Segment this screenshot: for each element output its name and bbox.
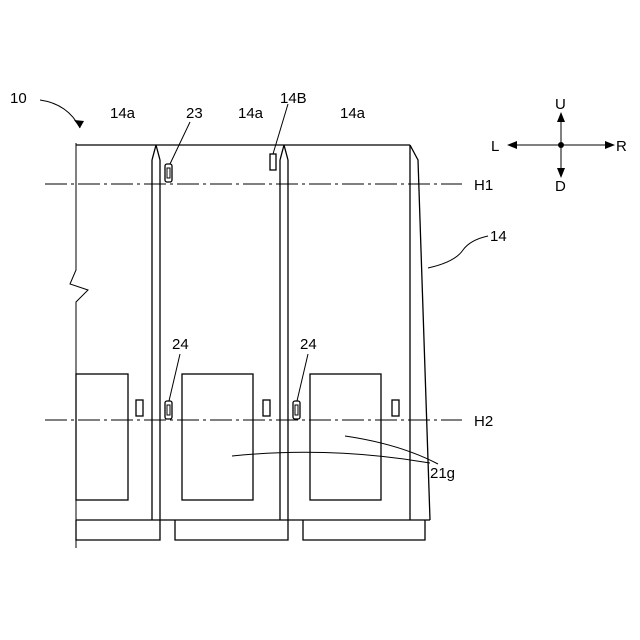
arrow-left-icon: [507, 141, 517, 149]
direction-down-label: D: [555, 178, 566, 195]
label-14: 14: [490, 228, 507, 245]
slot-2: [263, 400, 270, 416]
label-14a-mid: 14a: [238, 105, 264, 122]
direction-up-label: U: [555, 96, 566, 113]
label-h1: H1: [474, 177, 493, 194]
separator-wall-2: [280, 145, 288, 520]
projection-14B: [270, 154, 276, 170]
slot-1: [136, 400, 143, 416]
foot-3: [303, 520, 425, 540]
leader-14B: [273, 104, 288, 154]
projection-23: [165, 164, 172, 182]
projection-24-right: [293, 401, 300, 419]
leader-24-right: [297, 354, 308, 401]
label-h2: H2: [474, 413, 493, 430]
window-21g-3: [310, 374, 381, 500]
label-14B: 14B: [280, 90, 307, 107]
arrow-down-icon: [557, 168, 565, 178]
direction-indicator: U D L R: [491, 96, 627, 195]
leader-10: [40, 100, 80, 128]
label-21g: 21g: [430, 465, 455, 482]
label-10: 10: [10, 90, 27, 107]
label-24-left: 24: [172, 336, 189, 353]
direction-right-label: R: [616, 138, 627, 155]
leader-24-left: [169, 354, 180, 401]
leader-23: [170, 122, 190, 164]
arrow-up-icon: [557, 112, 565, 122]
projection-24-left: [165, 401, 172, 419]
label-14a-left: 14a: [110, 105, 136, 122]
housing-right-side: [410, 145, 430, 520]
slot-3: [392, 400, 399, 416]
direction-left-label: L: [491, 138, 499, 155]
foot-2: [175, 520, 288, 540]
arrow-right-icon: [605, 141, 615, 149]
label-24-right: 24: [300, 336, 317, 353]
label-14a-right: 14a: [340, 105, 366, 122]
window-21g-2: [182, 374, 253, 500]
window-21g-1: [76, 374, 128, 500]
separator-wall-1: [152, 145, 160, 520]
leader-21g-1: [232, 452, 430, 463]
leader-21g-2: [345, 436, 438, 464]
label-23: 23: [186, 105, 203, 122]
foot-1: [76, 520, 160, 540]
leader-14: [428, 236, 488, 268]
break-line-left: [70, 143, 88, 548]
